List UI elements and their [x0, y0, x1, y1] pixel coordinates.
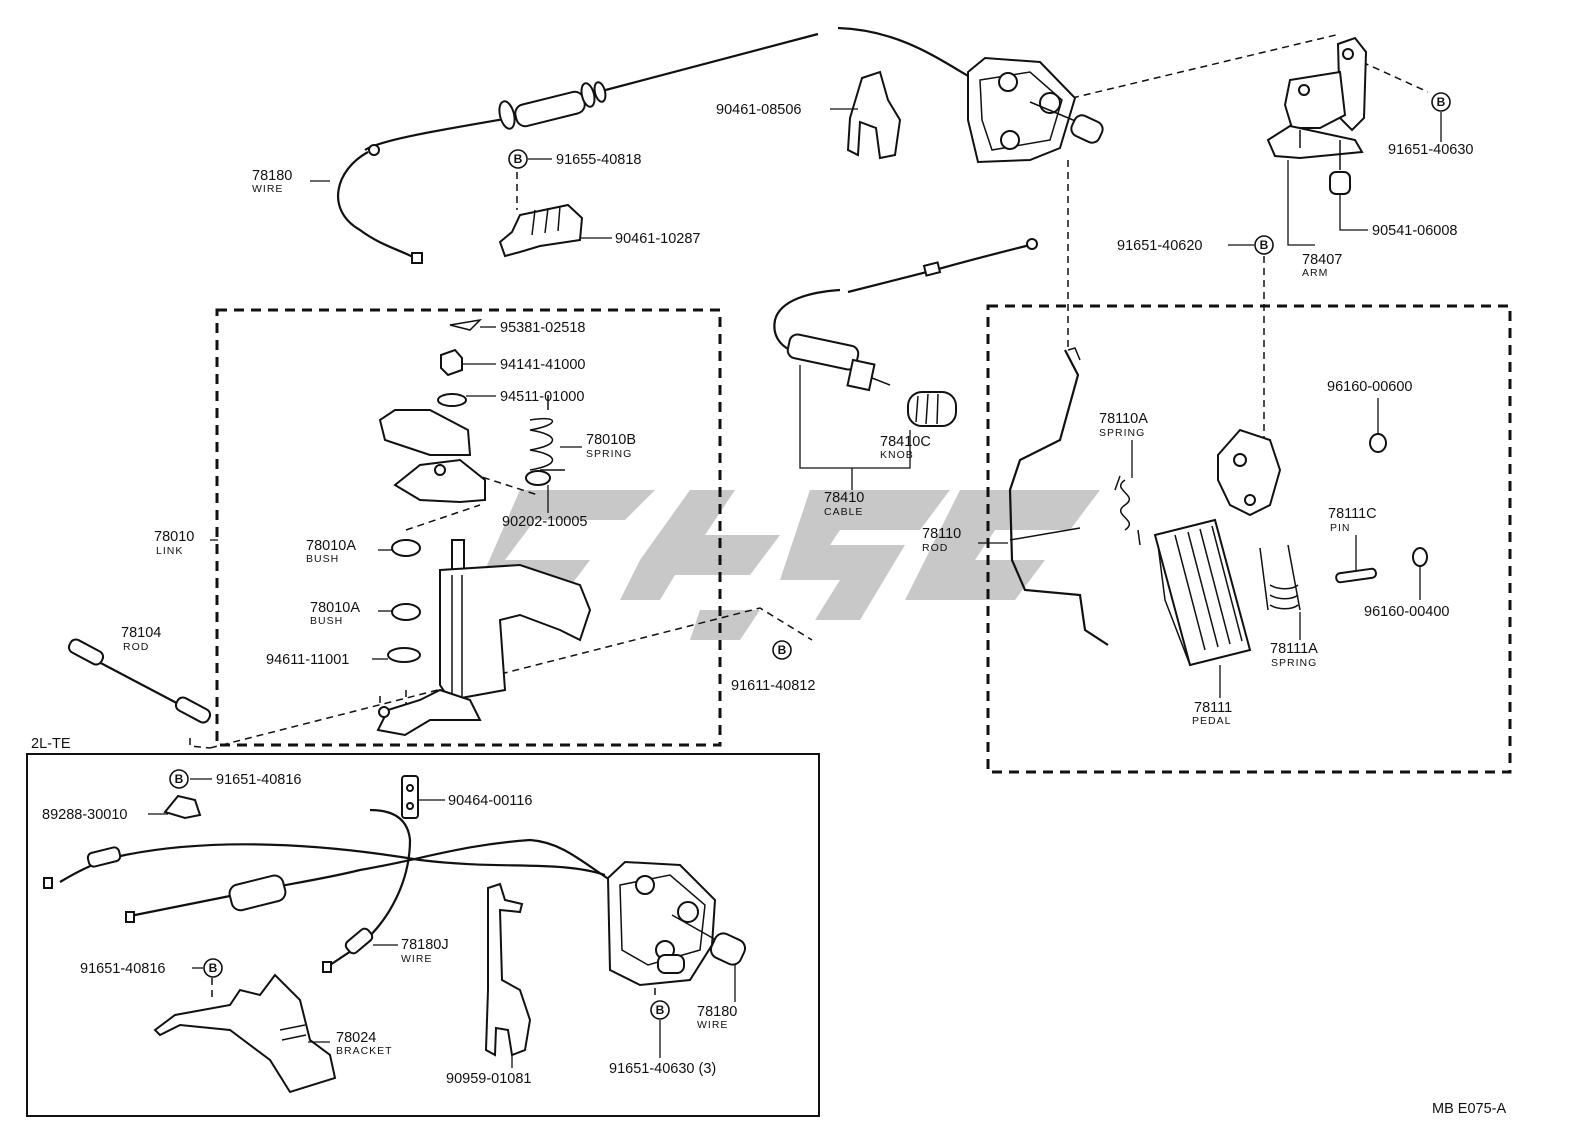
label-78407-number: 78407	[1302, 252, 1342, 268]
label-78410-name: CABLE	[824, 506, 863, 518]
bolt-symbol: B	[650, 1000, 670, 1020]
label-78104-name: ROD	[123, 641, 149, 653]
label-78180J-number: 78180J	[401, 937, 449, 953]
label-91651-40816-b: 91651-40816	[80, 961, 165, 977]
label-78010A-1-name: BUSH	[306, 553, 339, 565]
label-78180J-name: WIRE	[401, 953, 432, 965]
dashed-connectors	[189, 33, 1429, 1002]
link-group-parts	[376, 318, 592, 737]
label-91651-40620: 91651-40620	[1117, 238, 1202, 254]
label-78010-number: 78010	[154, 529, 194, 545]
variant-parts	[43, 775, 747, 1094]
svg-text:B: B	[514, 152, 523, 166]
part-labels: 78180 WIRE 91655-40818 90461-10287 90461…	[31, 102, 1506, 1117]
label-78410C-number: 78410C	[880, 434, 931, 450]
label-78111-name: PEDAL	[1192, 715, 1231, 727]
bolt-symbol: B	[772, 640, 792, 660]
label-94141-41000: 94141-41000	[500, 357, 585, 373]
leader-lines	[148, 108, 1442, 1068]
variant-label: 2L-TE	[31, 736, 71, 752]
variant-2lte-box	[26, 753, 820, 1117]
label-78111-number: 78111	[1194, 700, 1232, 716]
label-90202-10005: 90202-10005	[502, 514, 587, 530]
svg-text:B: B	[1437, 95, 1446, 109]
label-78024-number: 78024	[336, 1030, 376, 1046]
svg-text:B: B	[175, 772, 184, 786]
knob-78410C	[907, 391, 957, 427]
svg-text:B: B	[209, 961, 218, 975]
svg-text:B: B	[778, 643, 787, 657]
label-78111A-number: 78111A	[1270, 641, 1318, 657]
label-78111C-name: PIN	[1330, 522, 1351, 534]
label-78180-top-number: 78180	[252, 168, 292, 184]
label-78111C-number: 78111C	[1328, 506, 1377, 522]
label-78410-number: 78410	[824, 490, 864, 506]
choke-cable-78410	[773, 238, 1038, 392]
label-78010B-number: 78010B	[586, 432, 636, 448]
pedal-group-box	[986, 304, 1512, 774]
label-96160-00400: 96160-00400	[1364, 604, 1449, 620]
label-89288-30010: 89288-30010	[42, 807, 127, 823]
label-78111A-name: SPRING	[1271, 657, 1317, 669]
label-78110-number: 78110	[922, 526, 961, 542]
rod-78104	[67, 638, 212, 724]
label-78010A-2-name: BUSH	[310, 615, 343, 627]
label-91651-40630-3: 91651-40630 (3)	[609, 1061, 716, 1077]
label-78024-name: BRACKET	[336, 1045, 393, 1057]
label-78110A-name: SPRING	[1099, 427, 1145, 439]
label-90541-06008: 90541-06008	[1372, 223, 1457, 239]
label-78010B-name: SPRING	[586, 448, 632, 460]
label-91651-40816-a: 91651-40816	[216, 772, 301, 788]
arm-78407	[1266, 36, 1368, 195]
bolt-symbol: B	[203, 958, 223, 978]
label-78180-bottom-number: 78180	[697, 1004, 737, 1020]
label-96160-00600: 96160-00600	[1327, 379, 1412, 395]
pedal-group-parts	[1008, 347, 1428, 667]
label-78180-top-name: WIRE	[252, 183, 283, 195]
svg-text:B: B	[1260, 238, 1269, 252]
accelerator-wire-upper	[337, 26, 976, 264]
clip-90461-08506	[846, 70, 902, 160]
label-78010A-2-number: 78010A	[310, 600, 360, 616]
label-94511-01000: 94511-01000	[500, 389, 584, 405]
figure-code: MB E075-A	[1432, 1101, 1506, 1117]
bolt-symbol: B	[169, 769, 189, 789]
bolt-symbol: B	[1431, 92, 1451, 112]
label-78407-name: ARM	[1302, 267, 1328, 279]
label-78010-name: LINK	[156, 545, 183, 557]
label-90464-00116: 90464-00116	[448, 793, 532, 809]
label-95381-02518: 95381-02518	[500, 320, 585, 336]
label-91655-40818: 91655-40818	[556, 152, 641, 168]
label-78180-bottom-name: WIRE	[697, 1019, 728, 1031]
label-94611-11001: 94611-11001	[266, 652, 349, 668]
label-90959-01081: 90959-01081	[446, 1071, 531, 1087]
bolt-symbol: B	[508, 149, 528, 169]
bolt-symbols: B B B B B B B	[169, 92, 1451, 1020]
bolt-symbol: B	[1254, 235, 1274, 255]
label-91651-40630-top: 91651-40630	[1388, 142, 1473, 158]
label-90461-10287: 90461-10287	[615, 231, 700, 247]
label-90461-08506: 90461-08506	[716, 102, 801, 118]
label-78410C-name: KNOB	[880, 449, 914, 461]
label-78110A-number: 78110A	[1099, 411, 1148, 427]
link-group-box	[215, 308, 722, 747]
label-91611-40812: 91611-40812	[731, 678, 815, 694]
cable-pivot-housing-top	[967, 56, 1104, 164]
clamp-90461-10287	[498, 203, 584, 258]
label-78110-name: ROD	[922, 542, 948, 554]
label-78104-number: 78104	[121, 625, 161, 641]
label-78010A-1-number: 78010A	[306, 538, 356, 554]
svg-text:B: B	[656, 1003, 665, 1017]
